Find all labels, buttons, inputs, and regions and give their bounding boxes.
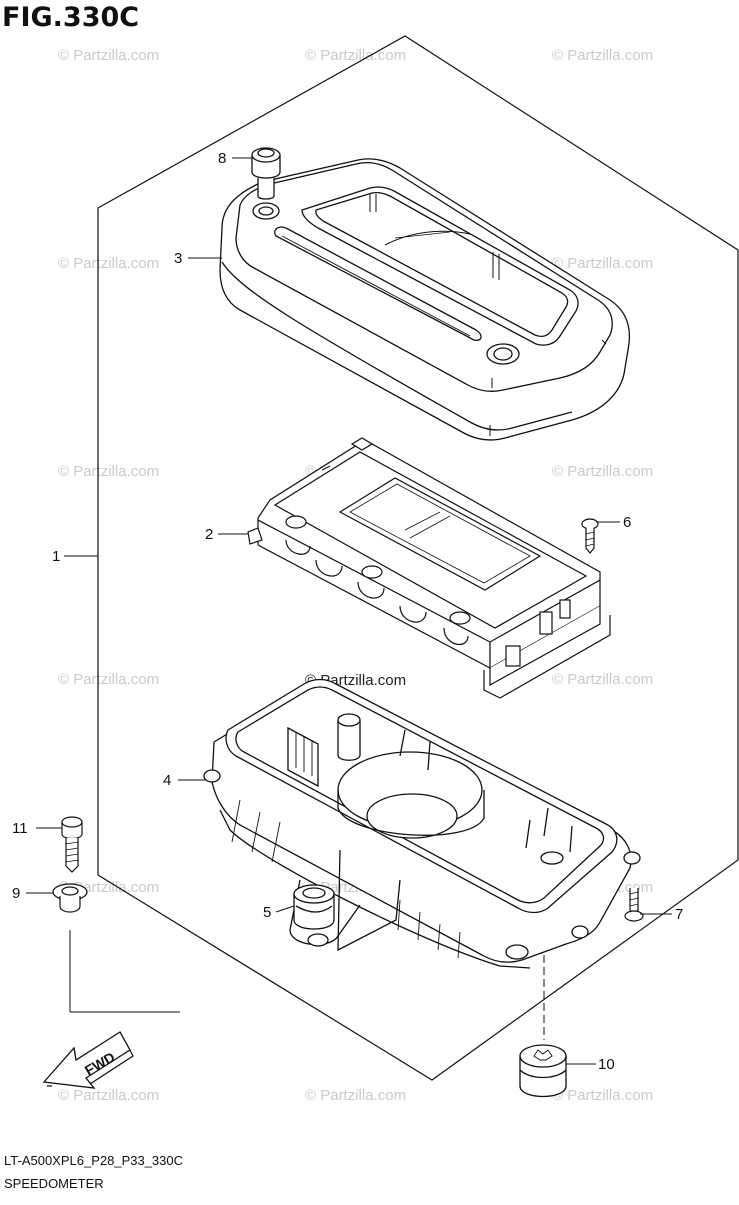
assembly-name: SPEEDOMETER — [4, 1176, 104, 1191]
callout-5: 5 — [263, 904, 271, 921]
callouts — [26, 157, 672, 1065]
callout-11: 11 — [12, 820, 28, 837]
screw-7[interactable] — [624, 888, 644, 922]
watermark: © Partzilla.com — [552, 47, 653, 64]
screw-6[interactable] — [581, 518, 599, 554]
callout-8: 8 — [218, 150, 226, 167]
watermark: © Partzilla.com — [58, 671, 159, 688]
diagram-code: LT-A500XPL6_P28_P33_330C — [4, 1153, 184, 1168]
cushion[interactable] — [293, 884, 335, 930]
watermark: © Partzilla.com — [552, 1087, 653, 1104]
callout-2: 2 — [205, 526, 213, 543]
watermark: © Partzilla.com — [552, 671, 653, 688]
watermark: © Partzilla.com — [58, 1087, 159, 1104]
meter-circuit-board[interactable] — [247, 437, 611, 699]
callout-3: 3 — [174, 250, 182, 267]
callout-numbers: 1 2 3 4 5 6 7 8 9 10 11 — [12, 150, 683, 1073]
watermark: © Partzilla.com — [552, 463, 653, 480]
callout-10: 10 — [598, 1056, 615, 1073]
washer-9[interactable] — [52, 883, 88, 913]
lower-meter-case[interactable] — [203, 678, 641, 969]
reset-knob[interactable] — [251, 147, 281, 200]
watermark: © Partzilla.com — [305, 1087, 406, 1104]
figure-title: FIG.330C — [2, 2, 140, 33]
watermark: © Partzilla.com — [58, 255, 159, 272]
callout-7: 7 — [675, 906, 683, 923]
callout-9: 9 — [12, 885, 20, 902]
watermark: © Partzilla.com — [305, 47, 406, 64]
callout-1: 1 — [52, 548, 60, 565]
watermark: © Partzilla.com — [58, 463, 159, 480]
upper-meter-case[interactable] — [219, 158, 631, 441]
callout-4: 4 — [163, 772, 171, 789]
rubber-cushion-10[interactable] — [519, 1044, 567, 1098]
watermark: © Partzilla.com — [552, 255, 653, 272]
callout-6: 6 — [623, 514, 631, 531]
bolt-11[interactable] — [61, 816, 83, 873]
fwd-arrow: FWD — [42, 1031, 134, 1089]
watermark: © Partzilla.com — [58, 47, 159, 64]
assembly-outline — [97, 35, 739, 1081]
